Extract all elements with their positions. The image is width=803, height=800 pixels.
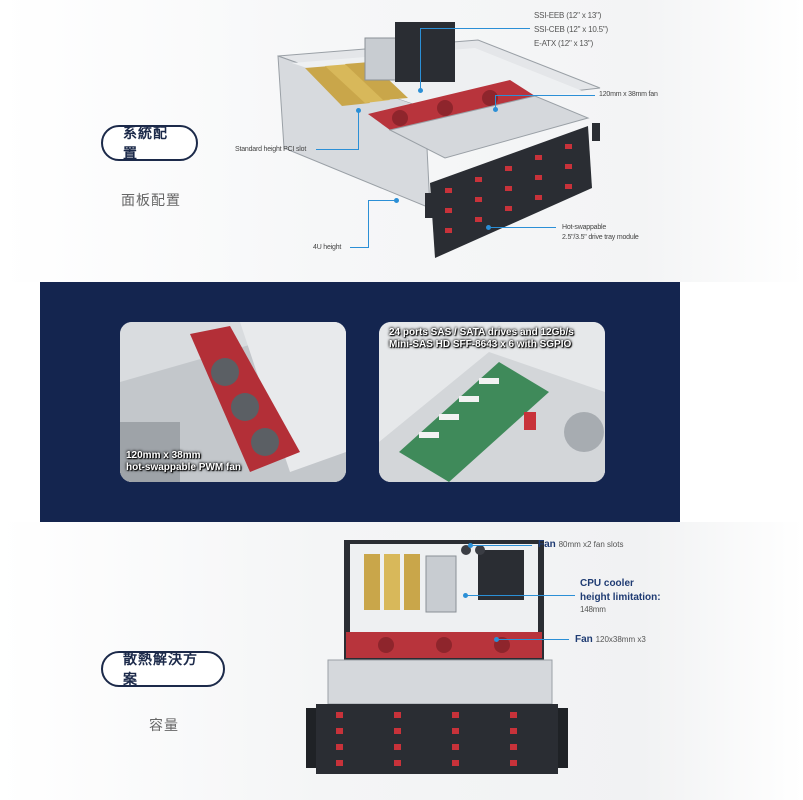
tab-cooling-solution[interactable]: 散熱解決方案 bbox=[101, 651, 225, 687]
leader-dot-hotswap bbox=[486, 225, 491, 230]
label-fan-top: Fan 80mm x2 fan slots bbox=[538, 539, 623, 550]
chassis-top-illustration bbox=[277, 22, 601, 258]
label-fan-bottom-bold: Fan bbox=[575, 634, 593, 645]
tab-capacity[interactable]: 容量 bbox=[149, 717, 179, 733]
label-pci-slot: Standard height PCI slot bbox=[235, 146, 307, 153]
label-fan-top-bold: Fan bbox=[538, 539, 556, 550]
leader-line-height-h bbox=[368, 200, 396, 201]
leader-line-motherboard-h bbox=[420, 28, 530, 29]
cooling-section: 散熱解決方案 容量 bbox=[0, 522, 803, 800]
label-fan-bottom-detail: 120x38mm x3 bbox=[595, 635, 646, 644]
label-ssi-ceb: SSI-CEB (12" x 10.5") bbox=[534, 25, 608, 34]
label-fan-bottom: Fan 120x38mm x3 bbox=[575, 634, 646, 645]
fan-module-photo bbox=[120, 322, 346, 482]
leader-line-fan-v bbox=[495, 95, 496, 109]
leader-dot-height bbox=[394, 198, 399, 203]
photo-section: 120mm x 38mm hot-swappable PWM fan 24 po… bbox=[0, 282, 803, 522]
leader-dot-cpu bbox=[463, 593, 468, 598]
leader-dot-motherboard bbox=[418, 88, 423, 93]
leader-line-pci-v bbox=[358, 110, 359, 150]
label-fan-120x38: 120mm x 38mm fan bbox=[599, 91, 658, 98]
leader-dot-fan bbox=[493, 107, 498, 112]
label-hotswap-2: 2.5"/3.5" drive tray module bbox=[562, 234, 639, 241]
fan-caption-1: 120mm x 38mm bbox=[126, 450, 201, 461]
leader-dot-pci bbox=[356, 108, 361, 113]
photo-card-backplane: 24 ports SAS / SATA drives and 12Gb/s Mi… bbox=[379, 322, 605, 482]
leader-line-pci bbox=[316, 149, 358, 150]
label-4u-height: 4U height bbox=[313, 244, 342, 251]
leader-line-hotswap bbox=[488, 227, 556, 228]
label-ssi-eeb: SSI-EEB (12" x 13") bbox=[534, 11, 602, 20]
label-fan-top-detail: 80mm x2 fan slots bbox=[558, 540, 624, 549]
label-hotswap-1: Hot-swappable bbox=[562, 224, 607, 231]
label-cpu-line1: CPU cooler bbox=[580, 578, 634, 589]
leader-line-height bbox=[350, 247, 368, 248]
chassis-front-illustration bbox=[306, 540, 568, 774]
tab-cooling-solution-label: 散熱解決方案 bbox=[123, 651, 198, 687]
leader-line-cpu bbox=[465, 595, 575, 596]
tab-panel-config[interactable]: 面板配置 bbox=[121, 192, 181, 208]
label-cpu-line3: 148mm bbox=[580, 605, 606, 614]
leader-line-fan-bottom bbox=[496, 639, 569, 640]
system-config-section: 系統配置 面板配置 bbox=[0, 0, 803, 282]
leader-dot-fan-top bbox=[468, 543, 473, 548]
leader-line-motherboard bbox=[420, 28, 421, 90]
backplane-caption-1: 24 ports SAS / SATA drives and 12Gb/s bbox=[389, 327, 574, 338]
leader-dot-fan-bottom bbox=[494, 637, 499, 642]
tab-system-config-label: 系統配置 bbox=[123, 125, 168, 161]
backplane-caption-2: Mini-SAS HD SFF-8643 x 6 with SGPIO bbox=[389, 339, 572, 350]
backplane-photo bbox=[379, 322, 605, 482]
label-cpu-line2: height limitation: bbox=[580, 592, 661, 603]
leader-line-height-v bbox=[368, 200, 369, 248]
leader-line-fan-top bbox=[470, 545, 532, 546]
leader-line-fan bbox=[495, 95, 595, 96]
tab-system-config[interactable]: 系統配置 bbox=[101, 125, 198, 161]
label-eatx: E-ATX (12" x 13") bbox=[534, 39, 594, 48]
fan-caption-2: hot-swappable PWM fan bbox=[126, 462, 241, 473]
photo-card-fan: 120mm x 38mm hot-swappable PWM fan bbox=[120, 322, 346, 482]
